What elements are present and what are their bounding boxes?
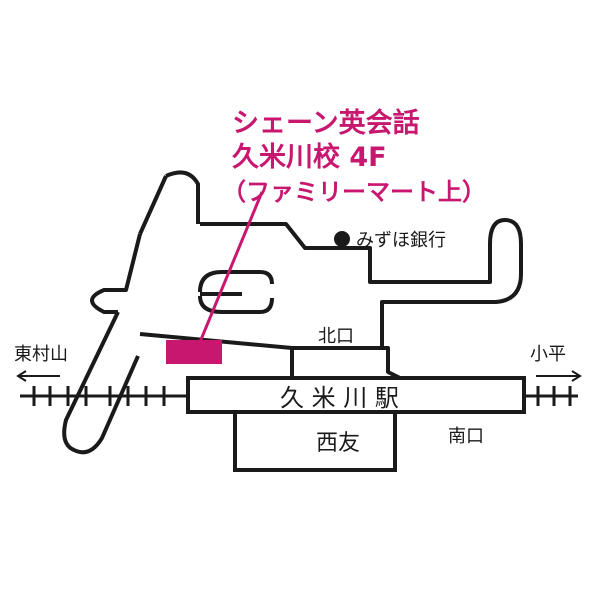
road-left-cross bbox=[90, 233, 142, 314]
station-name: 久 米 川 駅 bbox=[280, 384, 399, 412]
school-name-line3: （ファミリーマート上） bbox=[222, 178, 486, 206]
school-name-line2: 久米川校 4F bbox=[232, 141, 387, 173]
east-arrow-icon bbox=[536, 370, 582, 382]
direction-west: 東村山 bbox=[14, 344, 68, 365]
school-location-marker bbox=[166, 340, 222, 364]
west-arrow-icon bbox=[16, 370, 60, 382]
bank-label: みずほ銀行 bbox=[356, 230, 446, 251]
building-outline bbox=[200, 218, 523, 350]
road-left-lower bbox=[62, 311, 140, 455]
road-left-upper bbox=[138, 175, 168, 235]
filled-circle-icon bbox=[334, 231, 350, 247]
school-name-line1: シェーン英会話 bbox=[232, 107, 420, 139]
north-exit-right-wall bbox=[380, 346, 401, 380]
north-exit-label: 北口 bbox=[318, 326, 354, 347]
railway-ties bbox=[32, 386, 572, 406]
south-exit-label: 南口 bbox=[448, 426, 484, 447]
direction-east: 小平 bbox=[530, 344, 566, 365]
loop-lower bbox=[198, 295, 274, 314]
store-building bbox=[233, 410, 397, 472]
pointer-line bbox=[198, 191, 264, 343]
road-top-curve bbox=[165, 170, 200, 224]
store-label: 西友 bbox=[316, 431, 360, 456]
loop-upper bbox=[198, 270, 274, 293]
